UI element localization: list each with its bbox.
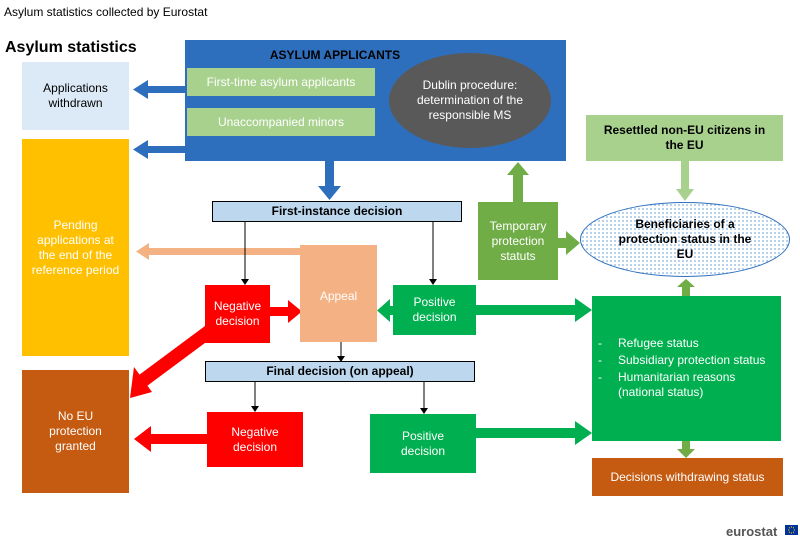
asylum-applicants-title: ASYLUM APPLICANTS bbox=[269, 48, 401, 62]
arrow-positive-first-to-appeal bbox=[377, 299, 393, 322]
arrow-applicants-to-withdrawn bbox=[133, 80, 185, 99]
resettled-citizens-box: Resettled non-EU citizens in the EU bbox=[586, 115, 783, 161]
status-subsidiary: Subsidiary protection status bbox=[598, 353, 781, 368]
first-time-applicants-box: First-time asylum applicants bbox=[187, 68, 375, 96]
arrow-applicants-to-first-instance bbox=[318, 161, 341, 200]
applications-withdrawn-box: Applications withdrawn bbox=[22, 62, 129, 130]
temporary-protection-box: Temporary protection statuts bbox=[478, 202, 558, 280]
dublin-procedure-ellipse: Dublin procedure: determination of the r… bbox=[389, 53, 551, 148]
no-protection-box: No EU protection granted bbox=[22, 370, 129, 493]
arrow-appeal-to-pending bbox=[136, 243, 300, 260]
arrow-temporary-to-beneficiaries bbox=[558, 231, 580, 255]
arrow-temporary-to-applicants bbox=[507, 162, 529, 202]
positive-first-decision-box: Positive decision bbox=[393, 285, 476, 335]
eurostat-logo-text: eurostat bbox=[726, 524, 778, 539]
arrow-statuses-to-withdrawing bbox=[677, 441, 695, 458]
pending-applications-box: Pending applications at the end of the r… bbox=[22, 139, 129, 356]
figure-caption: Asylum statistics collected by Eurostat bbox=[4, 5, 208, 19]
decisions-withdrawing-box: Decisions withdrawing status bbox=[592, 458, 783, 496]
arrow-applicants-to-pending bbox=[133, 140, 185, 159]
positive-final-decision-box: Positive decision bbox=[370, 414, 476, 473]
appeal-box: Appeal bbox=[300, 245, 377, 342]
protection-statuses-list: Refugee status Subsidiary protection sta… bbox=[596, 336, 781, 402]
arrow-negative-final-to-no-protection bbox=[134, 426, 207, 452]
first-instance-decision-label: First-instance decision bbox=[212, 201, 462, 222]
arrow-negative-first-to-no-protection bbox=[130, 326, 213, 398]
negative-final-decision-box: Negative decision bbox=[207, 412, 303, 467]
status-refugee: Refugee status bbox=[598, 336, 781, 351]
beneficiaries-ellipse: Beneficiaries of a protection status in … bbox=[580, 202, 790, 277]
negative-first-decision-box: Negative decision bbox=[205, 285, 270, 343]
connectors-final-heads bbox=[251, 406, 428, 414]
status-humanitarian: Humanitarian reasons (national status) bbox=[598, 370, 781, 400]
connectors-first-instance bbox=[244, 222, 434, 357]
arrow-positive-first-to-statuses bbox=[476, 298, 592, 322]
eu-flag-icon bbox=[785, 525, 798, 535]
unaccompanied-minors-box: Unaccompanied minors bbox=[187, 108, 375, 136]
arrow-statuses-to-beneficiaries bbox=[677, 279, 695, 296]
diagram-title: Asylum statistics bbox=[5, 39, 137, 56]
connectors-final bbox=[254, 382, 425, 408]
connectors-first-instance-heads bbox=[241, 279, 437, 362]
arrow-positive-final-to-statuses bbox=[476, 421, 592, 445]
protection-statuses-box: Refugee status Subsidiary protection sta… bbox=[592, 296, 781, 441]
arrow-negative-first-to-appeal bbox=[270, 300, 302, 323]
arrow-resettled-to-beneficiaries bbox=[676, 161, 694, 201]
final-decision-label: Final decision (on appeal) bbox=[205, 361, 475, 382]
